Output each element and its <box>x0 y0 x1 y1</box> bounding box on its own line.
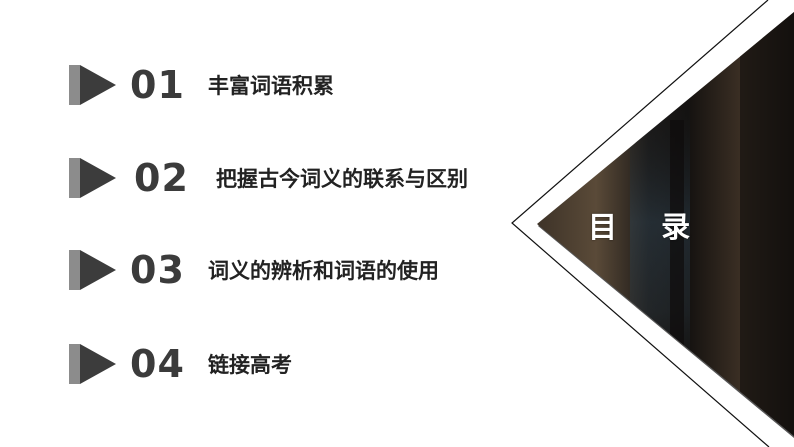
toc-title: 目 录 <box>588 210 708 244</box>
toc-number: 01 <box>130 63 185 107</box>
play-arrow-icon <box>68 157 118 199</box>
toc-label: 链接高考 <box>208 353 292 377</box>
toc-number: 02 <box>134 156 189 200</box>
toc-item-02[interactable]: 02 把握古今词义的联系与区别 <box>68 156 468 200</box>
toc-label: 丰富词语积累 <box>208 74 334 98</box>
toc-item-03[interactable]: 03 词义的辨析和词语的使用 <box>68 248 439 292</box>
play-arrow-icon <box>68 249 118 291</box>
play-arrow-icon <box>68 64 118 106</box>
toc-number: 03 <box>130 248 185 292</box>
toc-label: 词义的辨析和词语的使用 <box>208 259 439 283</box>
toc-item-04[interactable]: 04 链接高考 <box>68 342 292 386</box>
play-arrow-icon <box>68 343 118 385</box>
toc-label: 把握古今词义的联系与区别 <box>216 167 468 191</box>
toc-number: 04 <box>130 342 185 386</box>
toc-item-01[interactable]: 01 丰富词语积累 <box>68 63 334 107</box>
